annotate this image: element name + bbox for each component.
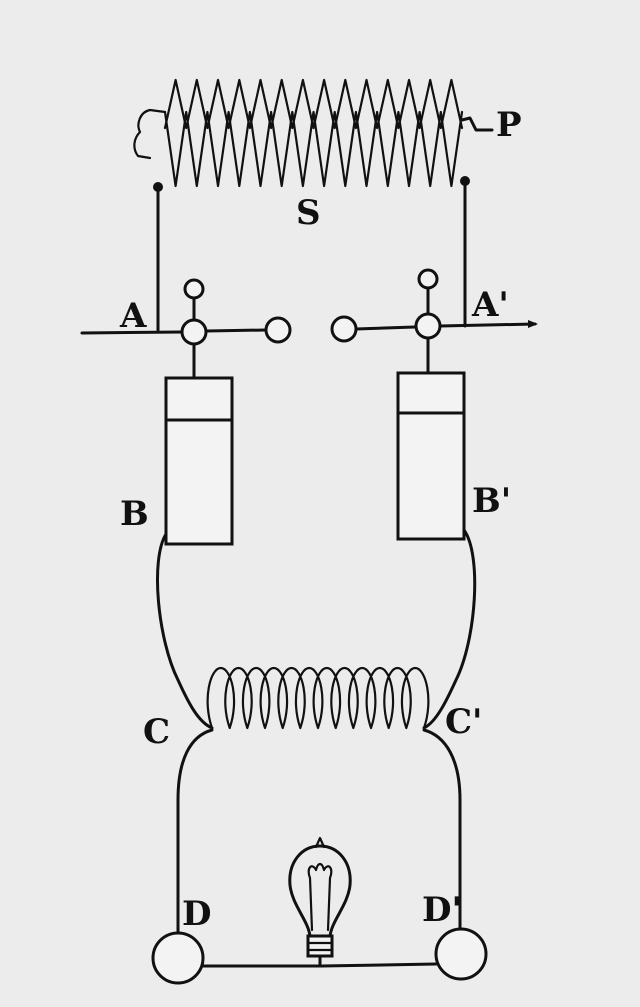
right-gap-ball [330, 315, 358, 343]
bottom-wire [201, 962, 438, 968]
right-lower-wire [422, 728, 462, 938]
right-condenser [396, 371, 466, 541]
secondary-winding [163, 110, 464, 188]
left-gap-ball [264, 316, 292, 344]
right-gap-arm [354, 325, 417, 331]
label-right-b: B' [472, 481, 511, 521]
label-left-c: C [143, 712, 170, 752]
label-right-c: C' [445, 702, 482, 742]
label-right-a: A' [471, 285, 509, 325]
right-jar-body [396, 371, 466, 541]
lamp-bulb [288, 844, 352, 938]
label-secondary: S [296, 193, 321, 233]
right-a-line-tip [528, 320, 538, 328]
lamp-base-thread [306, 941, 334, 952]
left-condenser [164, 376, 234, 546]
left-gap-arm [204, 328, 268, 333]
right-jar-lead [422, 528, 477, 730]
label-left-d: D [182, 894, 211, 934]
left-spark-gap [80, 278, 292, 380]
primary-secondary-coil [133, 78, 494, 188]
left-jar-lead [156, 532, 214, 730]
lamp-filament [307, 862, 333, 932]
right-terminal-ball [434, 927, 488, 981]
left-hub [180, 318, 208, 346]
primary-right-lead [460, 116, 494, 132]
label-left-b: B [120, 494, 149, 534]
left-lower-wire [176, 728, 214, 946]
lamp-base [306, 934, 334, 958]
right-a-line [438, 322, 537, 328]
incandescent-lamp [288, 836, 352, 968]
label-left-a: A [119, 296, 147, 336]
primary-left-lead [133, 108, 167, 160]
primary-winding [163, 78, 464, 130]
right-hub [414, 312, 442, 340]
lower-coil [206, 666, 430, 730]
left-terminal-ball [151, 931, 205, 985]
label-primary: P [496, 105, 522, 145]
left-jar-body [164, 376, 234, 546]
right-spark-gap [330, 268, 538, 375]
lamp-tip [314, 836, 326, 849]
left-a-line [80, 330, 185, 335]
right-top-knob [417, 268, 439, 290]
label-right-d: D' [422, 890, 462, 930]
left-top-knob [183, 278, 205, 300]
